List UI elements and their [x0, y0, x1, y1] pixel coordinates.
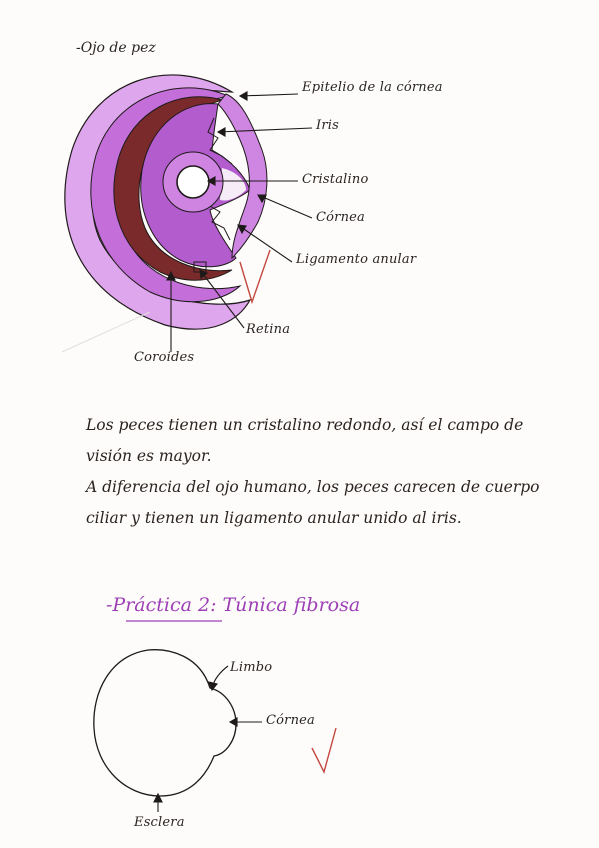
tunica-fibrosa-diagram: [93, 620, 337, 797]
fish-eye-diagram: [61, 74, 271, 353]
label-cristalino: Cristalino: [302, 172, 369, 187]
label-ligamento: Ligamento anular: [296, 252, 417, 267]
label-esclera: Esclera: [134, 815, 185, 830]
pencil-line: [61, 311, 151, 353]
notes-line-3: A diferencia del ojo humano, los peces c…: [86, 478, 540, 496]
notes-line-1: Los peces tienen un cristalino redondo, …: [86, 416, 524, 434]
notes-line-2: visión es mayor.: [86, 447, 212, 465]
practice-title: -Práctica 2: Túnica fibrosa: [106, 594, 361, 616]
label-iris: Iris: [316, 118, 339, 133]
tunica-leaders: [153, 665, 262, 812]
iris: [207, 117, 233, 241]
notes-block: Los peces tienen un cristalino redondo, …: [86, 410, 566, 534]
check-mark-1: [239, 249, 271, 305]
lens-core: [176, 165, 210, 199]
eyeball-outline: [93, 649, 237, 797]
label-cornea: Córnea: [316, 210, 366, 225]
cornea-front: [217, 93, 268, 260]
label-epitelio: Epitelio de la córnea: [302, 80, 443, 95]
notes-line-4: ciliar y tienen un ligamento anular unid…: [86, 509, 462, 527]
label-coroides: Coroides: [134, 350, 195, 365]
lens-gap: [220, 168, 246, 201]
label-limbo: Limbo: [230, 660, 273, 675]
label-cornea-2: Córnea: [266, 713, 316, 728]
check-mark-2: [311, 727, 337, 774]
label-retina: Retina: [246, 322, 291, 337]
fish-eye-title: -Ojo de pez: [76, 40, 156, 56]
fish-eye-leaders: [166, 91, 313, 352]
